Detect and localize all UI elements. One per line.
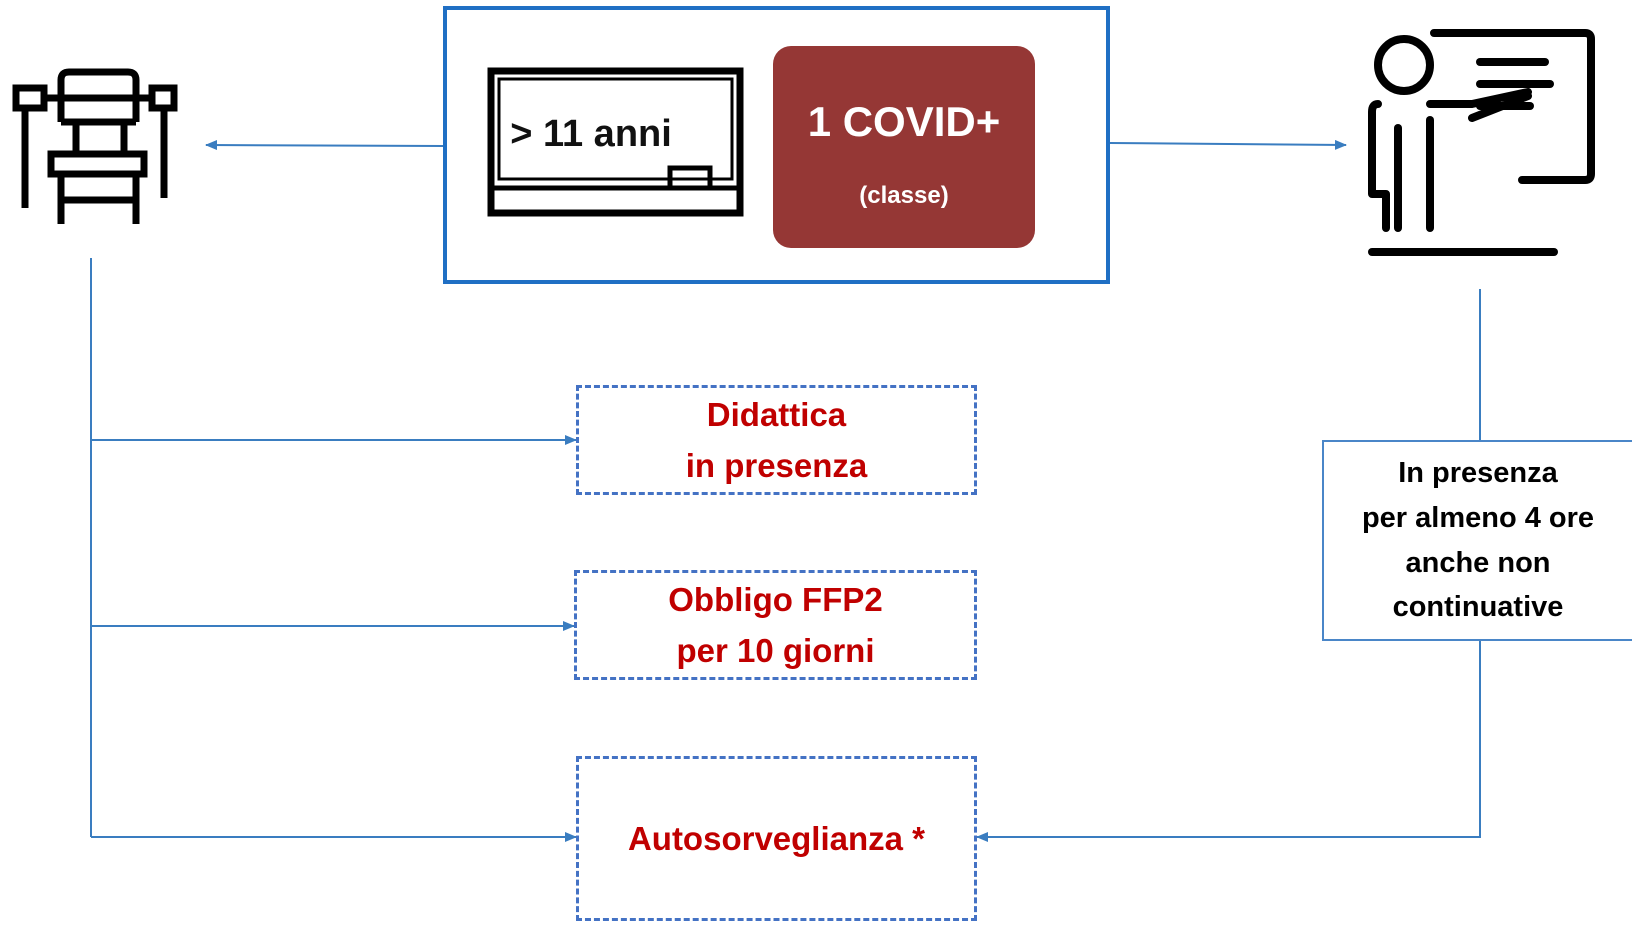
ffp2-box: Obbligo FFP2 per 10 giorni [574,570,977,680]
covid-subtitle: (classe) [859,182,949,209]
scenario-frame [443,6,1110,284]
age-label: > 11 anni [510,112,672,155]
blackboard-icon [487,67,744,217]
didattica-box: Didattica in presenza [576,385,977,495]
autosorveglianza-label: Autosorveglianza * [627,819,926,857]
connector-frame-to-teacher [1109,139,1347,150]
teacher-note-line-4: continuative [1392,591,1564,624]
teacher-note-line-1: In presenza [1398,456,1558,489]
connectors [90,139,1481,842]
school-desk-chair-icon [12,68,178,224]
didattica-line-1: Didattica [706,395,847,433]
teacher-note-box: In presenza per almeno 4 ore anche non c… [1322,440,1632,641]
teacher-note-line-3: anche non [1405,546,1551,579]
teacher-at-board-icon [1368,29,1595,256]
covid-case-box: 1 COVID+ (classe) [773,46,1035,248]
covid-title: 1 COVID+ [807,98,1001,145]
autosorveglianza-box: Autosorveglianza * [576,756,977,921]
teacher-note-line-2: per almeno 4 ore [1361,501,1595,534]
ffp2-line-2: per 10 giorni [676,632,875,669]
ffp2-line-1: Obbligo FFP2 [668,580,883,618]
didattica-line-2: in presenza [685,447,868,484]
connector-frame-to-desk [205,140,444,151]
connector-note-to-auto [976,641,1481,842]
